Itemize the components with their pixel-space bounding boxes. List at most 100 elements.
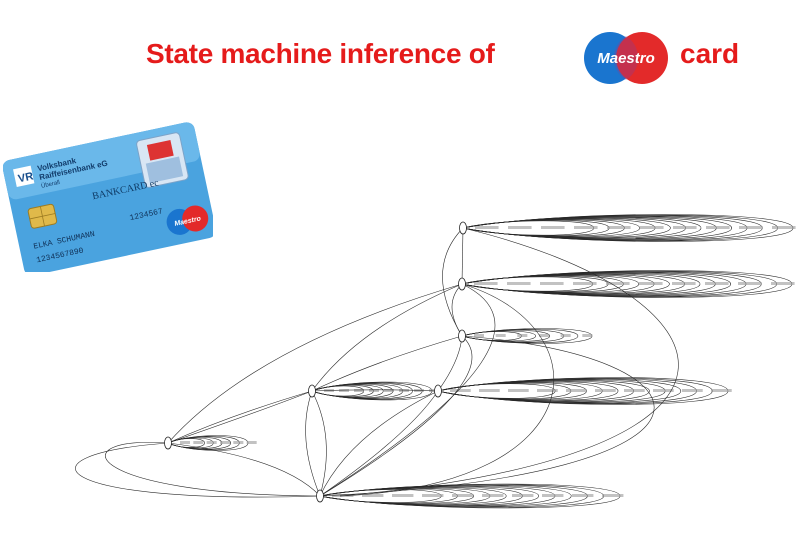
edge-label-mark bbox=[495, 334, 506, 337]
edge-label-mark bbox=[180, 441, 190, 444]
svg-text:VR: VR bbox=[17, 170, 34, 185]
self-loop-edge bbox=[167, 436, 231, 450]
edge-label-mark bbox=[560, 334, 571, 337]
edge-label-mark bbox=[537, 389, 558, 392]
edge-label-mark bbox=[672, 282, 696, 285]
edge-label-mark bbox=[233, 441, 244, 444]
edge-label-mark bbox=[573, 282, 597, 285]
edge-label-mark bbox=[507, 282, 531, 285]
edge-label-mark bbox=[771, 282, 795, 285]
title-suffix: card bbox=[680, 38, 740, 69]
self-loop-edge bbox=[167, 437, 214, 449]
edge-label-mark bbox=[508, 389, 529, 392]
transition-edge bbox=[442, 227, 464, 337]
self-loop-edge bbox=[461, 328, 579, 344]
edge-label-mark bbox=[705, 282, 729, 285]
edge-label-mark bbox=[474, 282, 498, 285]
edge-label-mark bbox=[595, 389, 616, 392]
edge-label-mark bbox=[541, 226, 565, 229]
edge-label-mark bbox=[508, 226, 532, 229]
transition-edge bbox=[311, 389, 439, 392]
edge-label-mark bbox=[246, 441, 257, 444]
bank-card-image: VR Volksbank Raiffeisenbank eG Überall B… bbox=[2, 104, 216, 276]
edge-label-mark bbox=[452, 494, 474, 497]
edge-label-mark bbox=[206, 441, 217, 444]
edge-label-mark bbox=[682, 389, 703, 392]
edge-label-mark bbox=[706, 226, 730, 229]
edge-label-mark bbox=[539, 334, 549, 337]
transition-edge bbox=[75, 442, 321, 498]
slide-title: State machine inference of Maestro card bbox=[0, 30, 809, 84]
edge-label-mark bbox=[392, 494, 414, 497]
edge-label-mark bbox=[354, 389, 364, 392]
transition-edge bbox=[339, 227, 679, 497]
transition-edge bbox=[105, 442, 321, 497]
transition-edge bbox=[167, 390, 313, 444]
transition-edge bbox=[451, 283, 463, 337]
title-text: State machine inference of bbox=[146, 38, 495, 69]
state-machine-svg bbox=[75, 214, 796, 509]
edge-label-mark bbox=[542, 494, 564, 497]
state-machine-diagram bbox=[40, 205, 809, 531]
edge-label-mark bbox=[450, 389, 471, 392]
state-node bbox=[458, 277, 466, 291]
edge-label-mark bbox=[517, 334, 528, 337]
edge-label-mark bbox=[384, 389, 394, 392]
transition-edge bbox=[167, 283, 463, 444]
transition-edge bbox=[311, 335, 463, 392]
transition-edge bbox=[319, 390, 439, 497]
edge-label-mark bbox=[369, 389, 379, 392]
self-loop-edge bbox=[319, 485, 572, 507]
state-node bbox=[316, 489, 324, 503]
edge-label-mark bbox=[339, 389, 349, 392]
edge-label-mark bbox=[574, 226, 598, 229]
edge-label-mark bbox=[429, 389, 439, 392]
edge-label-mark bbox=[512, 494, 534, 497]
state-node bbox=[164, 436, 172, 450]
edge-label-mark bbox=[475, 226, 499, 229]
edge-label-mark bbox=[220, 441, 230, 444]
edge-label-mark bbox=[653, 389, 674, 392]
bank-place: Überall bbox=[40, 179, 60, 190]
edge-label-mark bbox=[399, 389, 409, 392]
transition-edge bbox=[305, 390, 321, 497]
state-node bbox=[308, 384, 316, 398]
transition-edge bbox=[311, 283, 463, 392]
transition-edge bbox=[319, 390, 439, 497]
transition-edge bbox=[319, 283, 496, 497]
edge-label-mark bbox=[572, 494, 594, 497]
transition-edge bbox=[437, 335, 463, 392]
state-node bbox=[459, 221, 467, 235]
edge-label-mark bbox=[739, 226, 763, 229]
maestro-logo-icon: Maestro bbox=[578, 30, 674, 86]
edge-label-mark bbox=[193, 441, 204, 444]
transition-edge bbox=[319, 335, 473, 497]
edge-label-mark bbox=[482, 494, 504, 497]
edge-label-mark bbox=[602, 494, 624, 497]
transition-edge bbox=[319, 335, 655, 497]
logo-text: Maestro bbox=[597, 50, 655, 67]
edge-label-mark bbox=[624, 389, 645, 392]
edge-label-mark bbox=[673, 226, 697, 229]
edge-label-mark bbox=[540, 282, 564, 285]
self-loop-edge bbox=[311, 382, 413, 400]
self-loop-edge bbox=[461, 331, 522, 341]
edge-label-mark bbox=[479, 389, 500, 392]
transition-edge bbox=[167, 390, 313, 444]
edge-label-mark bbox=[582, 334, 593, 337]
edge-label-mark bbox=[738, 282, 762, 285]
transition-edge bbox=[461, 227, 464, 285]
transition-edge bbox=[167, 442, 321, 497]
edge-label-mark bbox=[639, 282, 663, 285]
state-node bbox=[434, 384, 442, 398]
edge-label-mark bbox=[607, 226, 631, 229]
edge-label-mark bbox=[711, 389, 732, 392]
transition-edge bbox=[311, 390, 327, 497]
edge-label-mark bbox=[640, 226, 664, 229]
edge-label-mark bbox=[422, 494, 444, 497]
state-node bbox=[458, 329, 466, 343]
edge-label-mark bbox=[772, 226, 796, 229]
edge-label-mark bbox=[566, 389, 587, 392]
edge-label-mark bbox=[606, 282, 630, 285]
edge-label-mark bbox=[474, 334, 484, 337]
